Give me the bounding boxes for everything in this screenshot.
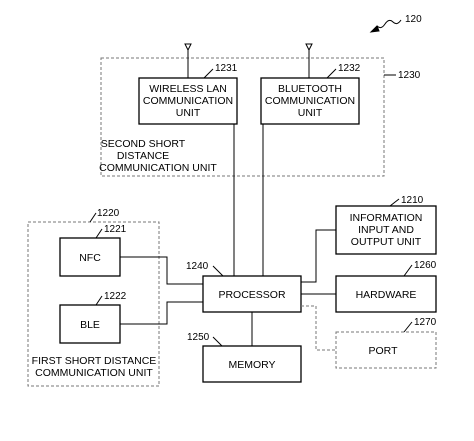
wireless-lan-label-1: WIRELESS LAN [149, 83, 227, 95]
antenna-icon [184, 43, 192, 78]
bluetooth-ref: 1232 [338, 63, 361, 74]
memory-ref: 1250 [187, 332, 210, 343]
ble-ref-leader [95, 295, 103, 306]
memory-label: MEMORY [228, 359, 275, 371]
first-group-caption-2: COMMUNICATION UNIT [35, 367, 153, 379]
bluetooth-label-3: UNIT [298, 107, 323, 119]
port-label: PORT [369, 345, 399, 357]
wireless-lan-label-2: COMMUNICATION [143, 95, 233, 107]
processor-label: PROCESSOR [218, 289, 286, 301]
processor-ref: 1240 [186, 261, 209, 272]
first-group-ref-leader [89, 212, 97, 223]
information-input-output-unit [335, 205, 437, 255]
second-group-ref: 1230 [398, 70, 421, 81]
info-io-ref: 1210 [401, 195, 424, 206]
second-group-caption-2: DISTANCE [117, 150, 169, 162]
processor-ref-leader [212, 265, 224, 277]
bluetooth-label-1: BLUETOOTH [278, 83, 342, 95]
nfc-label: NFC [79, 252, 101, 264]
figure-ref: 120 [405, 14, 422, 25]
hardware-unit [335, 275, 437, 313]
hardware-ref-leader [403, 264, 413, 277]
first-group-ref: 1220 [97, 208, 120, 219]
hardware-ref: 1260 [414, 260, 437, 271]
nfc-ref-leader [95, 228, 103, 239]
link-info-io-processor [301, 229, 336, 283]
port-ref-leader [403, 321, 413, 333]
figure-ref-arrowhead [369, 25, 380, 33]
wireless-lan-ref: 1231 [215, 63, 238, 74]
second-group-caption-1: SECOND SHORT [101, 138, 186, 150]
wireless-lan-communication-unit [138, 77, 238, 125]
info-io-ref-leader [389, 198, 400, 207]
bluetooth-label-2: COMMUNICATION [265, 95, 355, 107]
wireless-lan-ref-leader [203, 68, 214, 79]
link-ble-processor [120, 301, 203, 325]
bluetooth-communication-unit [260, 77, 360, 125]
first-short-distance-group [27, 221, 160, 387]
figure-ref-leader [376, 19, 402, 29]
link-nfc-processor [120, 256, 203, 285]
info-io-label-1: INFORMATION [350, 212, 423, 224]
memory-ref-leader [212, 336, 223, 347]
antenna-icon [305, 43, 313, 78]
port-ref: 1270 [414, 317, 437, 328]
hardware-label: HARDWARE [356, 289, 417, 301]
ble-label: BLE [80, 319, 100, 331]
second-short-distance-group [100, 57, 385, 177]
info-io-label-2: INPUT AND [358, 224, 414, 236]
link-processor-port [301, 305, 336, 351]
info-io-label-3: OUTPUT UNIT [351, 236, 422, 248]
first-group-caption-1: FIRST SHORT DISTANCE [32, 355, 157, 367]
nfc-ref: 1221 [104, 224, 127, 235]
port-unit [335, 331, 437, 369]
wireless-lan-label-3: UNIT [176, 107, 201, 119]
bluetooth-ref-leader [326, 68, 337, 79]
ble-ref: 1222 [104, 291, 127, 302]
second-group-caption-3: COMMUNICATION UNIT [99, 162, 217, 174]
